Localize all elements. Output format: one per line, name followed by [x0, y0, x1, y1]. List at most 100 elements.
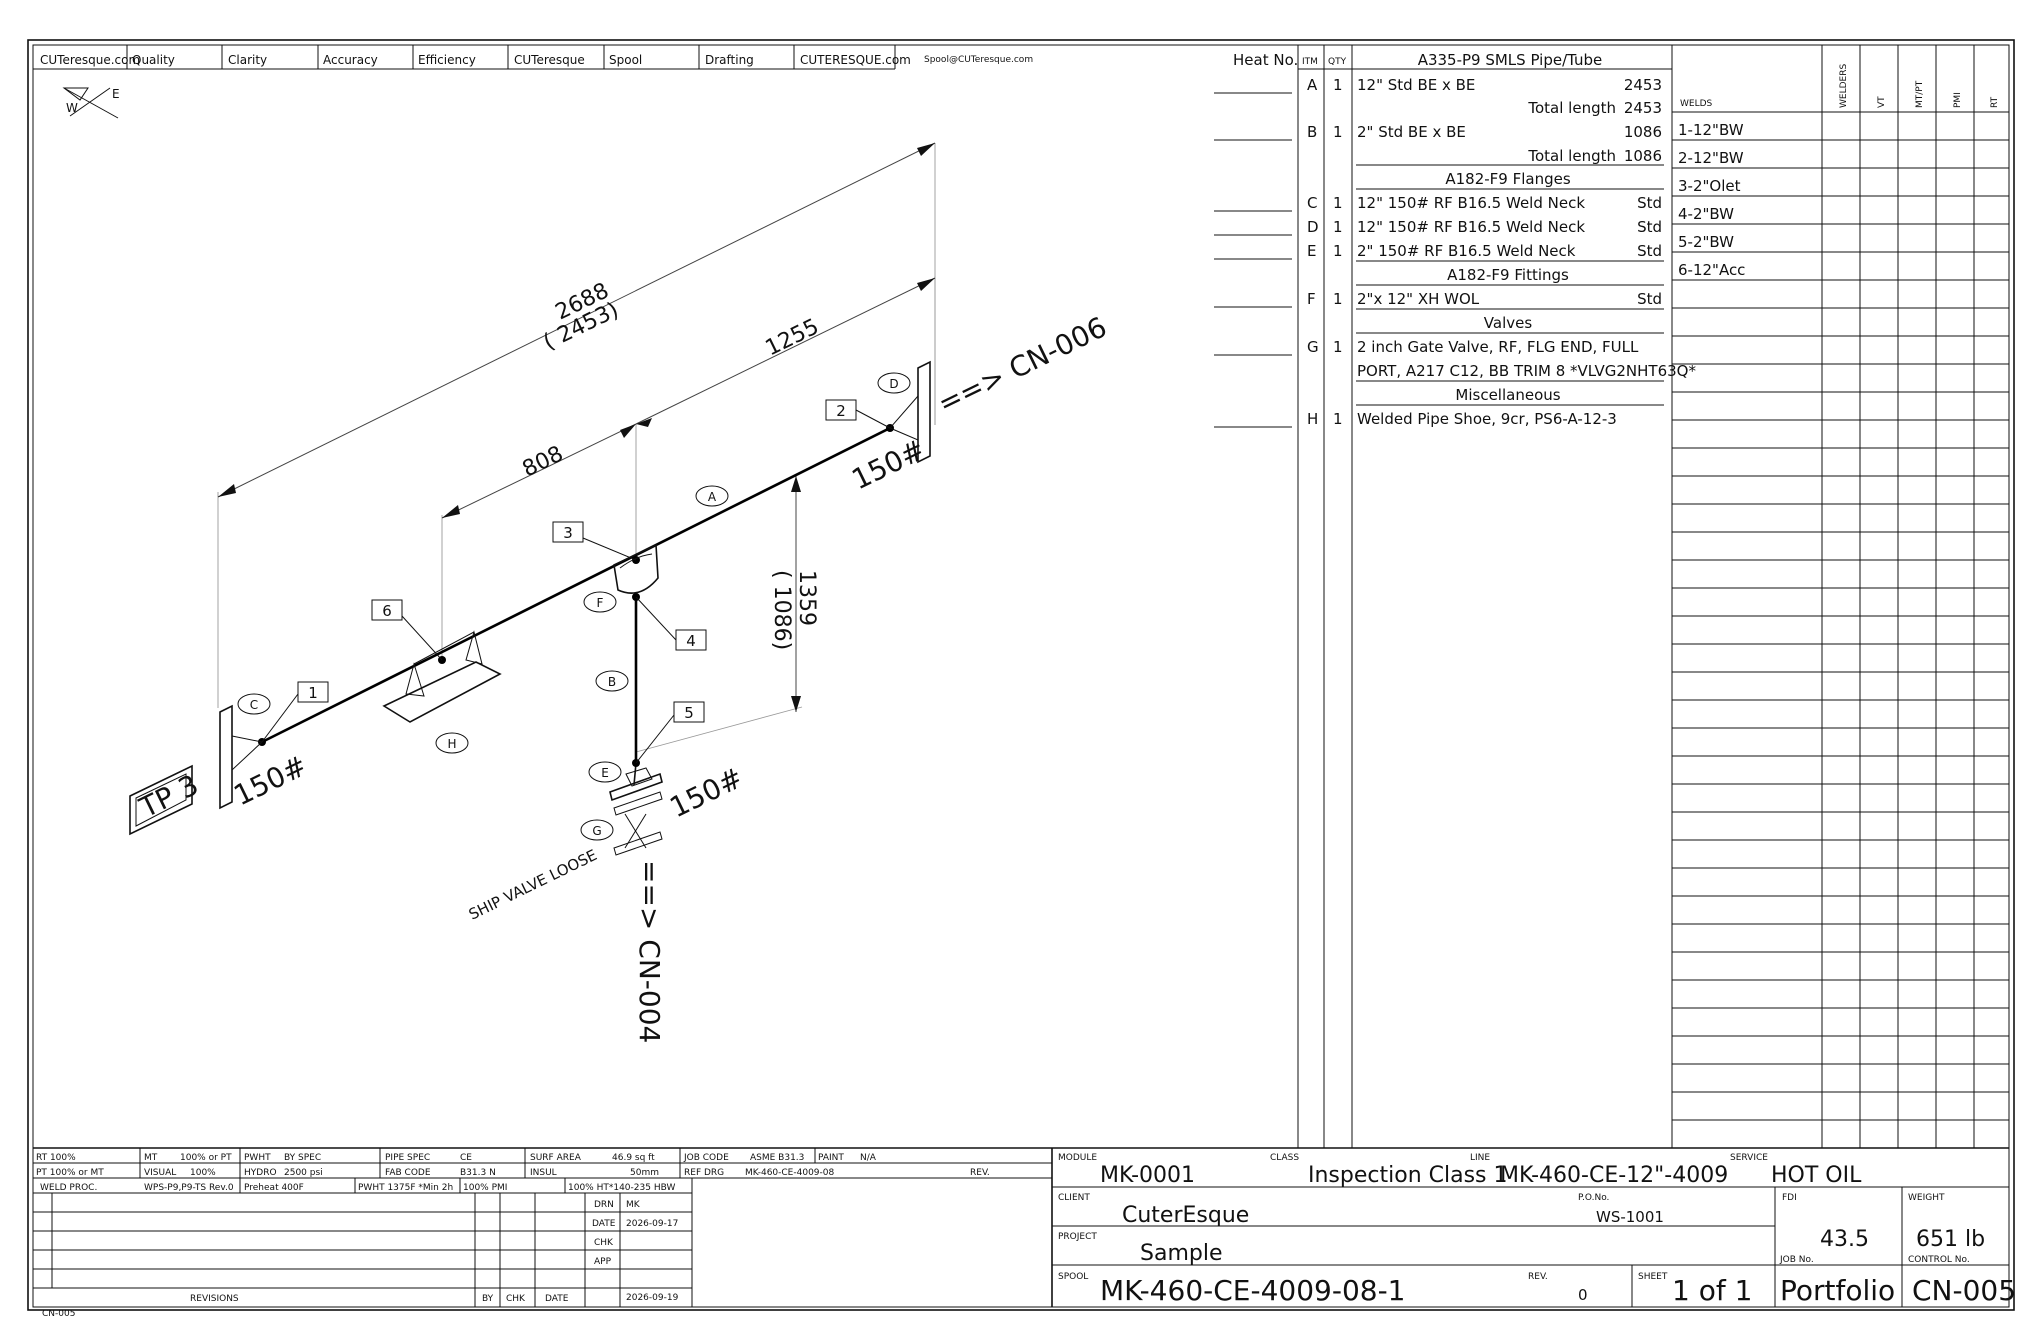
note-insul-value: 50mm [630, 1168, 659, 1178]
note-pmi: 100% PMI [463, 1183, 507, 1193]
bom-section-title: A182-F9 Fittings [1447, 266, 1569, 284]
item-tag-d: D [889, 377, 898, 391]
rev-value: 0 [1578, 1286, 1588, 1304]
connection-cn-004: ==> CN-004 [633, 860, 666, 1043]
note-hardness: 100% HT*140-235 HBW [568, 1183, 675, 1193]
weld-row-6: 6-12"Acc [1678, 261, 1745, 279]
note-pwht-value: BY SPEC [284, 1153, 321, 1163]
note-pwht-time: PWHT 1375F *Min 2h [358, 1183, 453, 1193]
bom-desc: 2" 150# RF B16.5 Weld Neck [1357, 242, 1576, 260]
bom-value: Std [1637, 290, 1662, 308]
dim-arrowhead [917, 143, 935, 156]
weld-row-2: 2-12"BW [1678, 149, 1744, 167]
item-tag-f: F [597, 596, 604, 610]
header-cell-6: CUTeresque [514, 53, 585, 67]
pmi-col-header: PMI [1953, 92, 1963, 108]
date-label: DATE [592, 1219, 616, 1229]
note-fab-code-label: FAB CODE [385, 1168, 431, 1178]
welders-col-header: WELDERS [1839, 64, 1849, 108]
line-value: MK-460-CE-12"-4009 [1500, 1163, 1728, 1188]
date-value: 2026-09-17 [626, 1219, 678, 1229]
note-pipe-spec-label: PIPE SPEC [385, 1153, 430, 1163]
bom-itm: F [1307, 290, 1316, 308]
bom-itm: D [1307, 218, 1319, 236]
bom-value: Std [1637, 242, 1662, 260]
bom-desc: 12" 150# RF B16.5 Weld Neck [1357, 218, 1585, 236]
by-header: BY [482, 1294, 494, 1304]
bom-section-title: A335-P9 SMLS Pipe/Tube [1418, 51, 1603, 69]
project-value: Sample [1140, 1241, 1223, 1266]
header-cell-9: CUTERESQUE.com [800, 53, 911, 67]
compass-west: W [66, 101, 78, 115]
footer-control-no: CN-005 [42, 1309, 75, 1319]
spool-label: SPOOL [1058, 1272, 1088, 1282]
dim-arrowhead [620, 424, 636, 438]
bom-itm: C [1307, 194, 1317, 212]
job-no-value: Portfolio [1780, 1274, 1895, 1307]
weld-row-3: 3-2"Olet [1678, 177, 1741, 195]
sheet-label: SHEET [1638, 1272, 1668, 1282]
bom-qty: 1 [1333, 290, 1343, 308]
note-mt-label: MT [144, 1153, 158, 1163]
bom-qty: 1 [1333, 218, 1343, 236]
note-insul-label: INSUL [530, 1168, 557, 1178]
revisions-header: REVISIONS [190, 1294, 239, 1304]
weld-rows [1672, 139, 2009, 1149]
outer-border [27, 39, 2015, 1311]
app-date: 2026-09-19 [626, 1293, 679, 1303]
note-ref-drg-label: REF DRG [684, 1168, 724, 1178]
weld-number-tags: 1 2 3 4 5 6 [261, 399, 891, 764]
bom-desc: Welded Pipe Shoe, 9cr, PS6-A-12-3 [1357, 410, 1617, 428]
bom-qty: 1 [1333, 123, 1343, 141]
item-tag-e: E [601, 766, 609, 780]
client-label: CLIENT [1058, 1193, 1090, 1203]
chk-label: CHK [594, 1238, 614, 1248]
job-no-label: JOB No. [1779, 1255, 1814, 1265]
bom-itm: B [1307, 123, 1317, 141]
note-paint-label: PAINT [818, 1153, 844, 1163]
module-label: MODULE [1058, 1153, 1097, 1163]
note-pwht-label: PWHT [244, 1153, 271, 1163]
bill-of-materials: Heat No. ITM QTY A335-P9 SMLS Pipe/Tube … [1214, 45, 1696, 1148]
bom-itm: H [1307, 410, 1318, 428]
bom-total-length-label: Total length [1527, 147, 1616, 165]
note-paint-value: N/A [860, 1153, 877, 1163]
bom-value: Std [1637, 218, 1662, 236]
flange-d-12in [889, 360, 931, 464]
vt-col-header: VT [1877, 96, 1887, 108]
pipe-a-12in [261, 426, 891, 744]
item-tag-a: A [708, 490, 717, 504]
extension-line [635, 706, 803, 753]
flange-e-2in [609, 767, 663, 802]
dim-arrowhead [442, 505, 460, 518]
header-cell-5: Efficiency [418, 53, 476, 67]
bom-value: 1086 [1624, 123, 1662, 141]
note-pt: PT 100% or MT [36, 1168, 104, 1178]
bom-desc: 12" 150# RF B16.5 Weld Neck [1357, 194, 1585, 212]
compass-east: E [112, 87, 120, 101]
date-header: DATE [545, 1294, 569, 1304]
weld-table: WELDS WELDERS VT MT/PT PMI RT 1-12"BW 2-… [1671, 45, 2009, 1149]
weld-row-1: 1-12"BW [1678, 121, 1744, 139]
rt-col-header: RT [1990, 96, 2000, 108]
bom-section-title: Valves [1484, 314, 1533, 332]
bom-itm: E [1307, 242, 1316, 260]
bom-qty: 1 [1333, 242, 1343, 260]
service-value: HOT OIL [1771, 1163, 1862, 1188]
weld-row-5: 5-2"BW [1678, 233, 1734, 251]
note-job-code-value: ASME B31.3 [750, 1153, 804, 1163]
dim-arrowhead [636, 418, 652, 427]
bom-section-title: Miscellaneous [1455, 386, 1560, 404]
header-cell-3: Clarity [228, 53, 267, 67]
bom-total-length-value: 1086 [1624, 147, 1662, 165]
dim-arrowhead [218, 484, 236, 497]
connection-cn-006: ==> CN-006 [933, 310, 1112, 420]
dim-arrowhead [917, 278, 935, 291]
note-rev-label: REV. [970, 1168, 990, 1178]
weight-value: 651 lb [1916, 1227, 1985, 1252]
note-rt: RT 100% [36, 1153, 76, 1163]
service-label: SERVICE [1730, 1153, 1768, 1163]
dimension-1359: 1359 [794, 570, 819, 626]
weldolet-f [613, 543, 659, 594]
weld-tag-1: 1 [308, 684, 318, 702]
